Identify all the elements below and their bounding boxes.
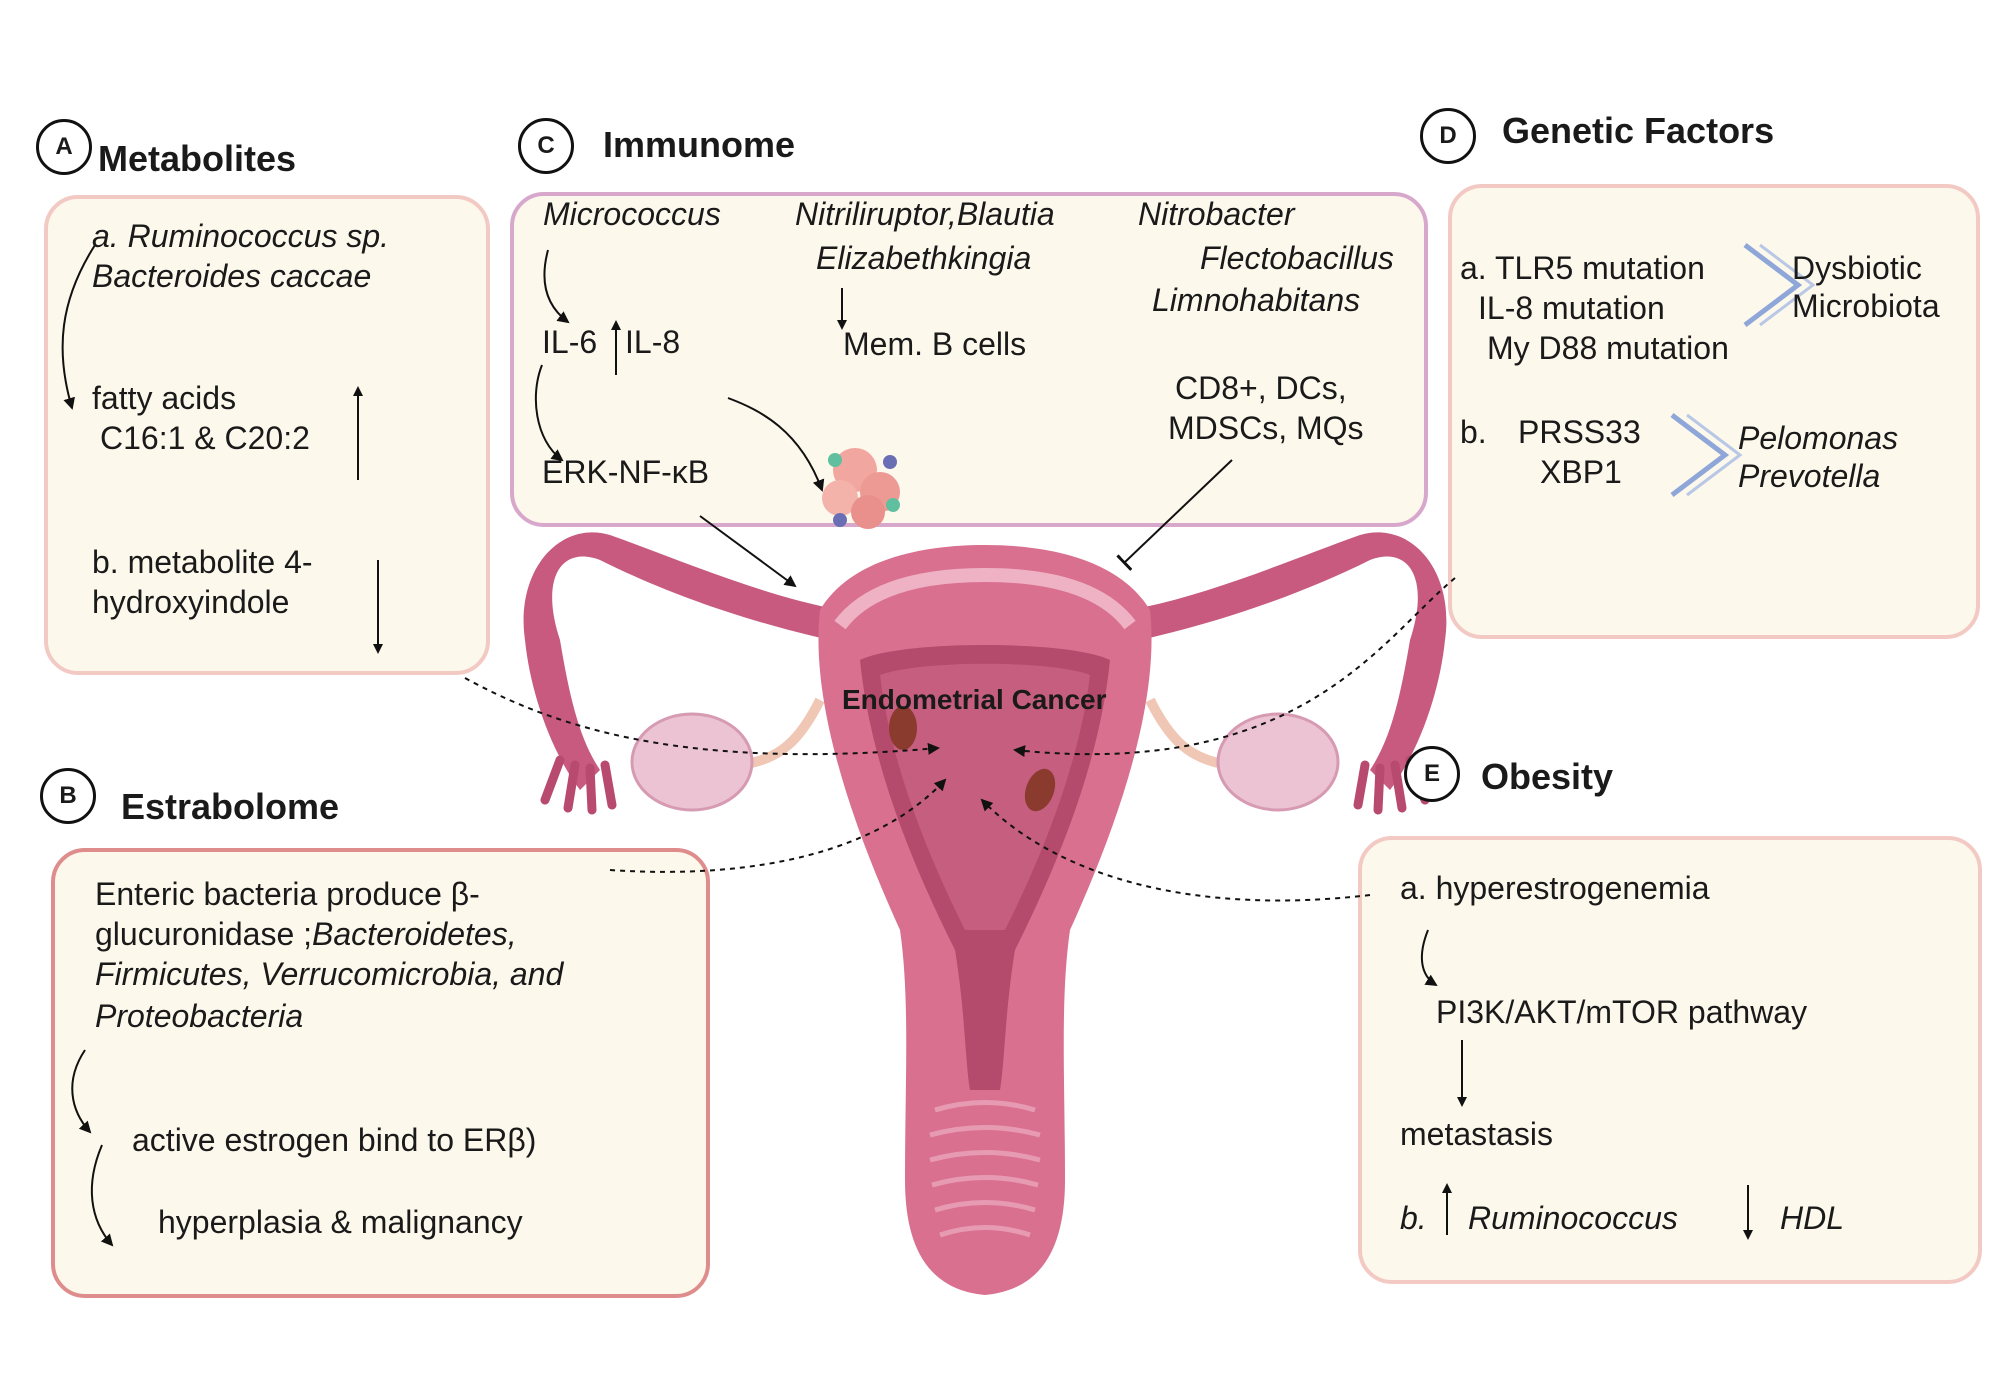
right-fallopian-tube xyxy=(1130,532,1447,790)
estrabolome-title: Estrabolome xyxy=(121,786,340,827)
hyperestrogenemia-label: a. hyperestrogenemia xyxy=(1400,870,1710,906)
ruminococcus-label: Ruminococcus xyxy=(1468,1200,1678,1236)
flectobacillus-label: Flectobacillus xyxy=(1200,240,1394,276)
il8-label: IL-8 xyxy=(625,324,681,360)
tumor-left xyxy=(889,706,917,750)
mdscs-mqs-label: MDSCs, MQs xyxy=(1168,410,1364,446)
glucuronidase-text: glucuronidase ; xyxy=(95,916,313,952)
tumor-cell-cluster xyxy=(822,448,900,529)
erk-nfkb-label: ERK-NF-κB xyxy=(542,454,710,490)
il8-mutation-label: IL-8 mutation xyxy=(1478,290,1665,326)
bacteroidetes-text: Bacteroidetes, xyxy=(312,916,517,952)
metabolites-title: Metabolites xyxy=(98,138,297,179)
micrococcus-label: Micrococcus xyxy=(543,196,721,232)
genetic-factors-title: Genetic Factors xyxy=(1502,110,1775,151)
immunome-panel xyxy=(510,192,1428,527)
metabolite-b-line1: b. metabolite 4- xyxy=(92,544,313,580)
hdl-label: HDL xyxy=(1780,1200,1845,1236)
nitriliruptor-blautia-label: Nitriliruptor,Blautia xyxy=(795,196,1055,232)
prevotella-label: Prevotella xyxy=(1738,458,1881,494)
cd8-dcs-label: CD8+, DCs, xyxy=(1175,370,1347,406)
badge-a: A xyxy=(36,119,92,175)
xbp1-label: XBP1 xyxy=(1540,454,1622,490)
obesity-b-label: b. xyxy=(1400,1200,1427,1236)
estrabolome-line1: Enteric bacteria produce β- xyxy=(95,876,480,912)
pelomonas-label: Pelomonas xyxy=(1738,420,1899,456)
microbiota-label: Microbiota xyxy=(1792,288,1940,324)
badge-c: C xyxy=(518,118,574,174)
mem-b-cells-label: Mem. B cells xyxy=(843,326,1027,362)
chevron-pelomonas xyxy=(1670,413,1730,497)
dysbiotic-label: Dysbiotic xyxy=(1792,250,1922,286)
pi3k-pathway-label: PI3K/AKT/mTOR pathway xyxy=(1436,994,1808,1030)
fatty-acids-label: fatty acids xyxy=(92,380,237,416)
estrabolome-line4: Proteobacteria xyxy=(95,998,304,1034)
elizabethkingia-label: Elizabethkingia xyxy=(816,240,1032,276)
badge-b: B xyxy=(40,768,96,824)
badge-d: D xyxy=(1420,108,1476,164)
metastasis-label: metastasis xyxy=(1400,1116,1553,1152)
prss33-label: PRSS33 xyxy=(1518,414,1641,450)
il6-label: IL-6 xyxy=(542,324,598,360)
metabolites-panel xyxy=(44,195,490,675)
metabolite-b-line2: hydroxyindole xyxy=(92,584,290,620)
limnohabitans-label: Limnohabitans xyxy=(1152,282,1361,318)
endometrial-cancer-label: Endometrial Cancer xyxy=(842,684,1107,715)
left-fallopian-tube xyxy=(523,532,840,790)
active-estrogen-label: active estrogen bind to ERβ) xyxy=(132,1122,537,1158)
estrabolome-panel xyxy=(51,848,710,1298)
chevron-dysbiotic xyxy=(1743,243,1803,327)
right-ovary xyxy=(1216,712,1340,812)
metabolites-bacteria-1: a. Ruminococcus sp. xyxy=(92,218,390,254)
estrabolome-line3: Firmicutes, Verrucomicrobia, and xyxy=(95,956,564,992)
immunome-title: Immunome xyxy=(603,124,796,165)
badge-e: E xyxy=(1404,746,1460,802)
left-ovary xyxy=(630,712,754,812)
genetic-factors-panel xyxy=(1448,184,1980,639)
hyperplasia-label: hyperplasia & malignancy xyxy=(158,1204,523,1240)
uterus-illustration xyxy=(523,532,1447,1295)
estrabolome-line2: glucuronidase ;Bacteroidetes, xyxy=(95,914,517,954)
tlr5-mutation-label: a. TLR5 mutation xyxy=(1460,250,1705,286)
metabolites-bacteria-2: Bacteroides caccae xyxy=(92,258,372,294)
fatty-acids-types: C16:1 & C20:2 xyxy=(100,420,310,456)
genetic-b-label: b. xyxy=(1460,414,1487,450)
obesity-title: Obesity xyxy=(1481,756,1614,797)
myd88-mutation-label: My D88 mutation xyxy=(1487,330,1729,366)
tumor-right xyxy=(1024,768,1056,812)
nitrobacter-label: Nitrobacter xyxy=(1138,196,1295,232)
